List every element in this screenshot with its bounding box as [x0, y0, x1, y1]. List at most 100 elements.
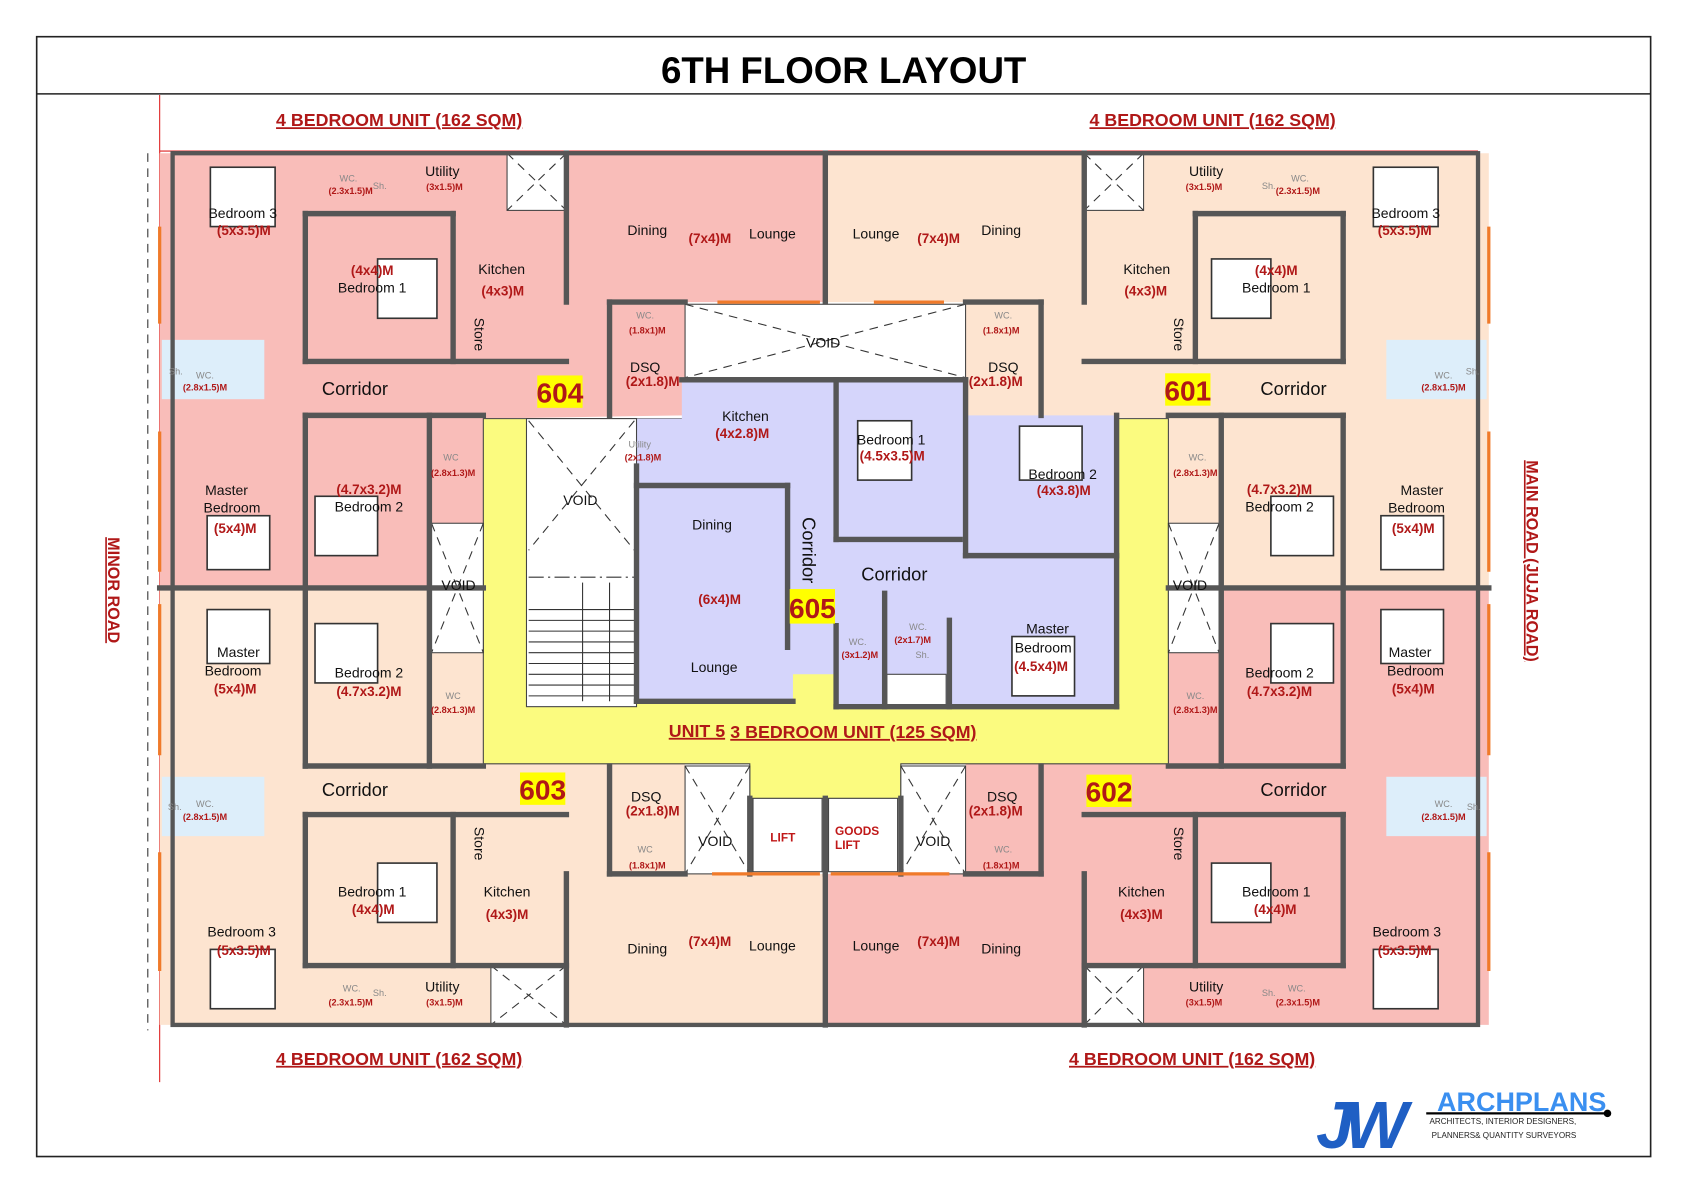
room-size: (2.3x1.5)M: [328, 186, 373, 196]
unit-602-floor: [825, 587, 1489, 1025]
room-size: (5x3.5)M: [217, 223, 271, 238]
room-size: (4x3)M: [486, 907, 529, 922]
logo-mark: JW: [1316, 1088, 1413, 1163]
shower-label: Sh.: [1467, 802, 1481, 812]
room-label: WC.: [340, 173, 358, 183]
room-size: (5x4)M: [1392, 521, 1435, 536]
shower-label: Sh.: [373, 988, 387, 998]
room-size: (3x1.2)M: [842, 650, 879, 660]
room-label: Corridor: [1260, 779, 1326, 800]
room-label-store: Store: [472, 827, 488, 861]
shower-label: Sh.: [373, 181, 387, 191]
room-size: (2.3x1.5)M: [1276, 186, 1321, 196]
room-label: Utility: [1189, 163, 1223, 179]
room-label: Bedroom 3: [1373, 923, 1442, 939]
room-label: Dining: [981, 941, 1021, 957]
room-size: (7x4)M: [917, 231, 960, 246]
room-size: (4x3)M: [1124, 284, 1167, 299]
room-size: (2x1.8)M: [626, 804, 680, 819]
room-label: Master: [217, 644, 260, 660]
room-size: (1.8x1)M: [629, 325, 666, 335]
room-label: DSQ: [630, 359, 660, 375]
room-label: WC.: [849, 637, 867, 647]
room-size: (2.8x1.3)M: [431, 705, 476, 715]
room-size: (1.8x1)M: [629, 860, 666, 870]
room-label: Bedroom 2: [1028, 466, 1097, 482]
room-label: Corridor: [1260, 378, 1326, 399]
logo-tagline-2: PLANNERS& QUANTITY SURVEYORS: [1432, 1131, 1577, 1140]
stairwell: [525, 418, 638, 708]
room-size: (4x2.8)M: [715, 426, 769, 441]
minor-road-label: MINOR ROAD: [104, 537, 122, 643]
room-label: WC.: [1291, 173, 1309, 183]
room-size: (4.7x3.2)M: [336, 684, 401, 699]
room-size: (5x4)M: [214, 682, 257, 697]
room-size: (4x3)M: [1120, 907, 1163, 922]
room-size: (7x4)M: [689, 231, 732, 246]
void-label: VOID: [916, 833, 950, 849]
room-size: (6x4)M: [698, 592, 741, 607]
bathroom-fills: [161, 339, 1487, 837]
room-label: WC.: [636, 310, 654, 320]
room-label: Master: [1400, 482, 1443, 498]
room-size: (4x4)M: [1254, 902, 1297, 917]
room-label: Utility: [425, 978, 459, 994]
room-size: (2.8x1.5)M: [1421, 383, 1466, 393]
page-title: 6TH FLOOR LAYOUT: [661, 50, 1026, 91]
room-label: Utility: [629, 440, 652, 450]
room-label: Dining: [627, 941, 667, 957]
room-size: (2.3x1.5)M: [328, 998, 373, 1008]
room-label: WC.: [994, 844, 1012, 854]
unit-header-602: 4 BEDROOM UNIT (162 SQM): [1069, 1049, 1315, 1069]
unit5-label: UNIT 5: [669, 721, 725, 741]
room-label: Bedroom 3: [208, 205, 277, 221]
room-size: (3x1.5)M: [426, 182, 463, 192]
room-size: (4.7x3.2)M: [1247, 482, 1312, 497]
room-label: WC.: [1186, 691, 1204, 701]
unit-603-floor: [159, 587, 826, 1025]
room-size: (4x3.8)M: [1037, 483, 1091, 498]
room-label: Dining: [627, 222, 667, 238]
room-size: (2.8x1.3)M: [1173, 705, 1218, 715]
room-label: Lounge: [853, 225, 900, 241]
unit-header-604: 4 BEDROOM UNIT (162 SQM): [276, 110, 522, 130]
void-label: VOID: [563, 492, 597, 508]
room-size: (4.7x3.2)M: [1247, 684, 1312, 699]
unit-number-601: 601: [1164, 375, 1211, 406]
unit-badges: [520, 373, 1211, 807]
main-road-label: MAIN ROAD (JUJA ROAD): [1523, 460, 1541, 662]
shower-label: Sh.: [1262, 181, 1276, 191]
room-label: WC: [445, 691, 461, 701]
unit-header-603: 4 BEDROOM UNIT (162 SQM): [276, 1049, 522, 1069]
shower-label: Sh.: [1262, 988, 1276, 998]
room-label: Dining: [981, 222, 1021, 238]
windows: [158, 226, 1491, 971]
room-size: (3x1.5)M: [1186, 998, 1223, 1008]
room-labels: Bedroom 3 (5x3.5)M WC. (2.3x1.5)M Utility (3x…: [168, 163, 1481, 1008]
room-label: Master: [1389, 644, 1432, 660]
room-size: (2.3x1.5)M: [1276, 998, 1321, 1008]
room-size: (2x1.8)M: [626, 374, 680, 389]
room-label: Bedroom 2: [335, 498, 404, 514]
company-logo: JW ARCHPLANS ARCHITECTS, INTERIOR DESIGN…: [1316, 1087, 1612, 1163]
room-label: Master: [205, 482, 248, 498]
room-label: Bedroom: [204, 499, 261, 515]
shower-label: Sh.: [169, 366, 183, 376]
shower-label: Sh.: [168, 802, 182, 812]
room-label-store: Store: [1171, 318, 1187, 352]
room-label: Master: [1026, 620, 1069, 636]
unit-number-602: 602: [1086, 777, 1133, 808]
void-cross-lines: [431, 152, 1220, 1026]
room-label-corridor: Corridor: [861, 563, 927, 584]
room-size: (3x1.5)M: [1186, 182, 1223, 192]
room-size: (2.8x1.5)M: [1421, 812, 1466, 822]
room-label: WC.: [196, 371, 214, 381]
room-label: Bedroom 2: [1245, 665, 1314, 681]
bed-icons: [206, 166, 1445, 1010]
room-size: (2.8x1.5)M: [183, 812, 228, 822]
room-label: Bedroom 1: [1242, 884, 1311, 900]
goods-lift-label: LIFT: [835, 838, 861, 852]
unit5-description: 3 BEDROOM UNIT (125 SQM): [730, 722, 976, 742]
room-label: DSQ: [988, 359, 1018, 375]
